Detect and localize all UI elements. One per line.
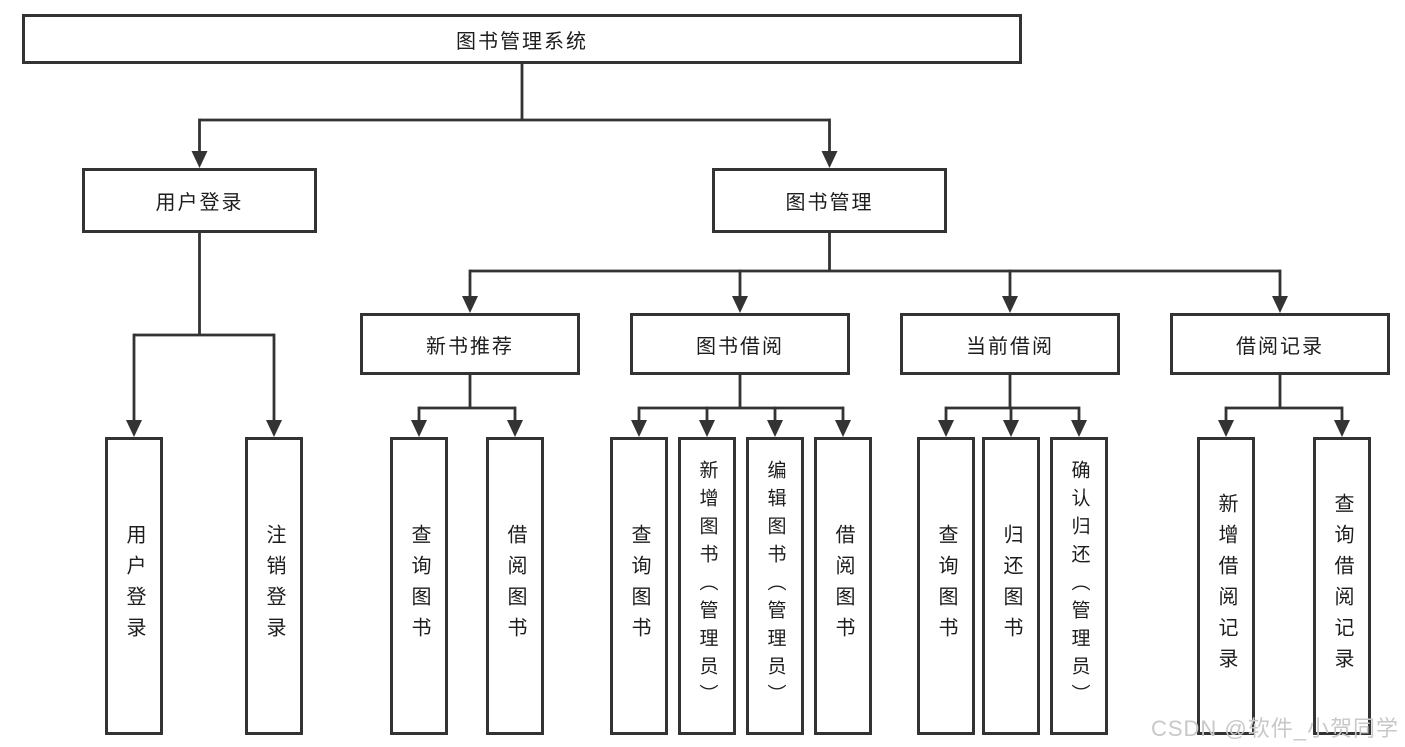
- node-label: 借阅图书: [504, 524, 526, 648]
- node-label: 图书管理系统: [456, 30, 588, 53]
- leaf-edit-books-admin: 编辑图书（管理员）: [746, 437, 804, 735]
- node-label: 借阅图书: [832, 524, 854, 648]
- node-label: 用户登录: [123, 524, 145, 648]
- leaf-query-books-borrow: 查询图书: [610, 437, 668, 735]
- leaf-query-books-recommend: 查询图书: [390, 437, 448, 735]
- leaf-confirm-return-admin: 确认归还（管理员）: [1050, 437, 1108, 735]
- leaf-borrow-books: 借阅图书: [814, 437, 872, 735]
- node-label: 借阅记录: [1236, 335, 1324, 358]
- leaf-return-books: 归还图书: [982, 437, 1040, 735]
- node-current-borrowing: 当前借阅: [900, 313, 1120, 375]
- node-user-login: 用户登录: [82, 168, 317, 233]
- node-label: 编辑图书（管理员）: [764, 460, 786, 712]
- node-label: 新增图书（管理员）: [696, 460, 718, 712]
- leaf-query-books-current: 查询图书: [917, 437, 975, 735]
- node-label: 确认归还（管理员）: [1068, 460, 1090, 712]
- node-label: 查询借阅记录: [1331, 493, 1353, 679]
- node-label: 图书管理: [785, 192, 874, 214]
- leaf-add-books-admin: 新增图书（管理员）: [678, 437, 736, 735]
- csdn-watermark: CSDN @软件_小贺同学: [1150, 716, 1399, 741]
- leaf-borrow-books-recommend: 借阅图书: [486, 437, 544, 735]
- node-label: 新书推荐: [426, 335, 514, 358]
- node-book-borrowing: 图书借阅: [630, 313, 850, 375]
- leaf-logout: 注销登录: [245, 437, 303, 735]
- node-label: 查询图书: [935, 524, 957, 648]
- leaf-add-borrow-record: 新增借阅记录: [1197, 437, 1255, 735]
- leaf-query-borrow-record: 查询借阅记录: [1313, 437, 1371, 735]
- node-new-book-recommendation: 新书推荐: [360, 313, 580, 375]
- node-label: 归还图书: [1000, 524, 1022, 648]
- node-label: 新增借阅记录: [1215, 493, 1237, 679]
- node-book-management: 图书管理: [712, 168, 947, 233]
- node-label: 用户登录: [155, 192, 244, 214]
- leaf-user-login: 用户登录: [105, 437, 163, 735]
- node-library-management-system: 图书管理系统: [22, 14, 1022, 64]
- node-label: 当前借阅: [966, 335, 1054, 358]
- node-label: 查询图书: [408, 524, 430, 648]
- node-label: 图书借阅: [696, 335, 784, 358]
- node-label: 查询图书: [628, 524, 650, 648]
- node-borrowing-records: 借阅记录: [1170, 313, 1390, 375]
- node-label: 注销登录: [263, 524, 285, 648]
